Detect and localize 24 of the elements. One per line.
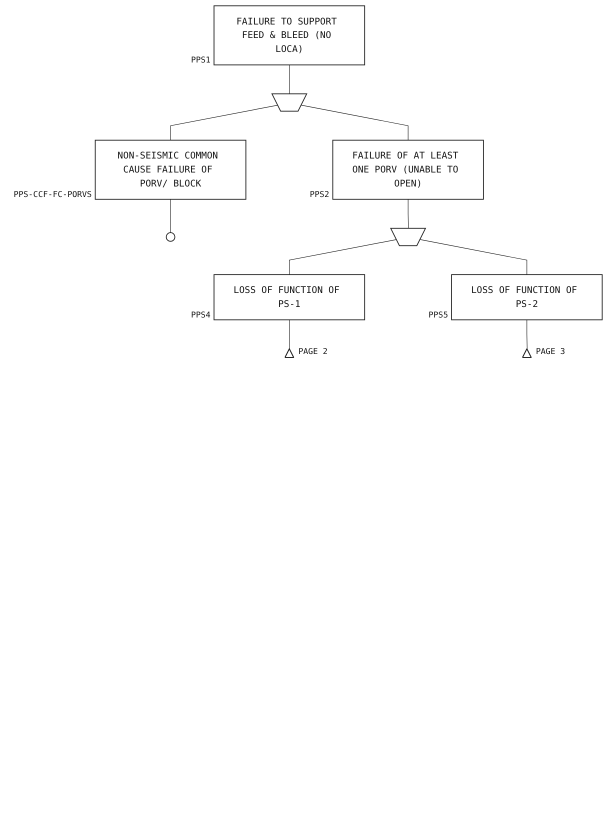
node-box: LOSS OF FUNCTION OF PS-2 [451,274,603,320]
connector [526,320,528,350]
event-id-label: PPS2 [310,188,330,199]
node-box: NON-SEISMIC COMMON CAUSE FAILURE OF PORV/ BLOCK [94,140,246,200]
node-gate [390,228,426,246]
connector [301,104,408,140]
event-id-label: PPS5 [428,310,448,320]
event-id-label: PPS1 [191,54,211,65]
node-gate [271,93,308,112]
connector [289,320,290,350]
node-box: FAILURE OF AT LEAST ONE PORV (UNABLE TO OPEN) [332,140,484,200]
connector [408,199,409,229]
transfer-page-label: PAGE 2 [298,346,328,356]
connector [420,239,528,275]
node-circle [166,232,176,242]
connector [289,239,397,275]
connector [289,64,290,94]
node-box: LOSS OF FUNCTION OF PS-1 [214,274,366,320]
connector [170,104,278,140]
connector [170,199,171,233]
event-id-label: PPS-CCF-FC-PORVS [14,188,92,199]
node-box: FAILURE TO SUPPORT FEED & BLEED (NO LOCA) [214,5,366,66]
transfer-page-label: PAGE 3 [536,346,566,356]
event-id-label: PPS4 [191,310,211,320]
